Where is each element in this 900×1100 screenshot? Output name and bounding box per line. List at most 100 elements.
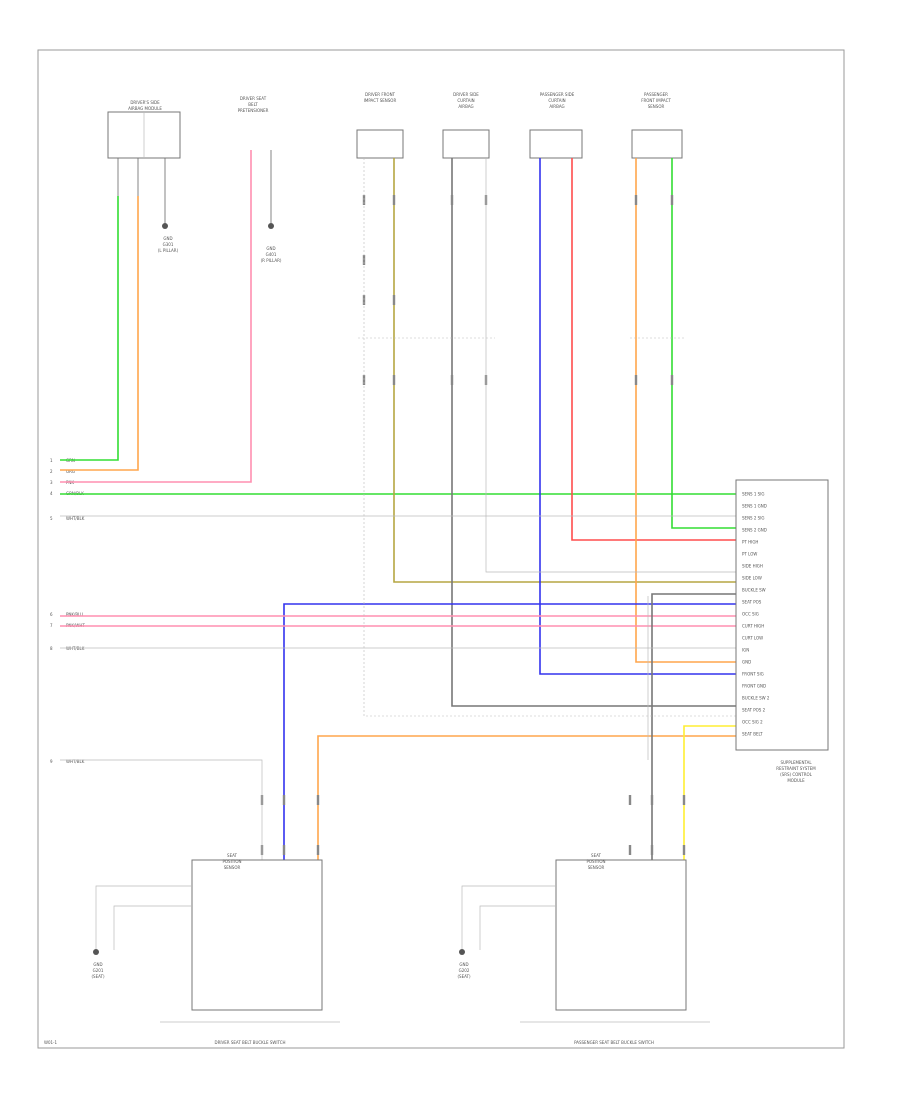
ground-g401-label-2: G401 (266, 252, 277, 257)
component-belt-pretensioner-label-1: DRIVER SEAT (240, 96, 267, 101)
passenger-curtain-box (529, 129, 583, 159)
passenger-seat-ground-label-2: G202 (459, 968, 470, 973)
passenger-front-sensor-box (631, 129, 683, 159)
component-passenger-curtain-label-1: PASSENGER SIDE (540, 92, 575, 97)
passenger-seat-ground-label-1: GND (459, 962, 468, 967)
srs-module-pin-label: OCC SIG 2 (742, 720, 763, 725)
passenger-seat-sensor-label-2: POSITION (586, 859, 605, 864)
connector-pin-tick (392, 295, 396, 305)
component-passenger-curtain-label-3: AIRBAG (549, 104, 564, 109)
left-label-5: WHT/BLK (66, 516, 85, 521)
left-label-num-4: 4 (50, 491, 53, 496)
ground-g301-label-1: GND (163, 236, 172, 241)
connector-pin-tick (650, 795, 654, 805)
left-label-num-3: 3 (50, 480, 53, 485)
passenger-seat-assembly: SEAT POSITION SENSOR GND G202 (SEAT) PAS… (457, 853, 710, 1045)
component-passenger-front-sensor: PASSENGER FRONT IMPACT SENSOR (631, 92, 683, 159)
component-driver-curtain-label-3: AIRBAG (458, 104, 473, 109)
srs-module-pin-label: SEAT POS 2 (742, 708, 766, 713)
srs-module-pin-label: CURT HIGH (742, 624, 764, 629)
left-label-num-1: 1 (50, 458, 53, 463)
splice-lines (60, 158, 736, 990)
passenger-seat-box (555, 859, 687, 1011)
wire-blue-2 (283, 603, 736, 960)
connector-pin-tick (316, 845, 320, 855)
connector-pin-tick (628, 845, 632, 855)
srs-module-pin-label: BUCKLE SW 2 (742, 696, 770, 701)
wire-green-1 (60, 196, 119, 461)
driver-seat-ground-label-3: (SEAT) (91, 974, 104, 979)
srs-module-pin-label: SENS 2 GND (742, 528, 767, 533)
component-passenger-curtain: PASSENGER SIDE CURTAIN AIRBAG (529, 92, 583, 159)
srs-module-pin-label: PT HIGH (742, 540, 758, 545)
component-passenger-curtain-label-2: CURTAIN (548, 98, 565, 103)
passenger-seat-sensor-label-3: SENSOR (588, 865, 605, 870)
wire-orange-1 (60, 196, 139, 471)
srs-module-pin-label: PT LOW (742, 552, 757, 557)
connector-pin-tick (392, 195, 396, 205)
driver-seat-ground-label-1: GND (93, 962, 102, 967)
page-id: W01-1 (44, 1040, 57, 1045)
left-label-num-7: 7 (50, 623, 53, 628)
component-airbag-module-label-2: AIRBAG MODULE (128, 106, 162, 111)
wire-gray-1 (451, 158, 736, 707)
ground-g401-label-3: (R PILLAR) (261, 258, 282, 263)
wire-yellow (683, 725, 736, 960)
driver-seat-title: DRIVER SEAT BELT BUCKLE SWITCH (214, 1040, 285, 1045)
srs-module-title-4: MODULE (787, 778, 805, 783)
wire-orange-2 (635, 158, 736, 663)
component-driver-front-sensor-label-2: IMPACT SENSOR (364, 98, 397, 103)
srs-module-title-1: SUPPLEMENTAL (780, 760, 812, 765)
left-label-8: WHT/BLK (66, 646, 85, 651)
srs-module-pin-label: SIDE LOW (742, 576, 762, 581)
connector-pin-tick (670, 375, 674, 385)
connector-pin-tick (682, 795, 686, 805)
connector-pin-tick (634, 195, 638, 205)
diagram-frame (37, 49, 845, 1049)
component-driver-curtain: DRIVER SIDE CURTAIN AIRBAG (442, 92, 490, 159)
driver-seat-box (191, 859, 323, 1011)
connector-pin-tick (392, 375, 396, 385)
connector-pin-tick (628, 795, 632, 805)
srs-module-pin-label: SEAT BELT (742, 732, 763, 737)
ground-g301-label-3: (L PILLAR) (158, 248, 179, 253)
component-driver-front-sensor-label-1: DRIVER FRONT (365, 92, 396, 97)
srs-module-pin-label: FRONT GND (742, 684, 766, 689)
wire-gray-2 (651, 593, 736, 960)
ground-g301: GND G301 (L PILLAR) (158, 223, 179, 253)
component-belt-pretensioner: DRIVER SEAT BELT PRETENSIONER (238, 96, 272, 226)
srs-module-pin-label: GND (742, 660, 751, 665)
driver-seat-assembly: SEAT POSITION SENSOR GND G201 (SEAT) DRI… (91, 853, 340, 1045)
srs-module-pin-label: IGN (742, 648, 749, 653)
connector-pin-tick (282, 795, 286, 805)
component-driver-curtain-label-2: CURTAIN (457, 98, 474, 103)
srs-module-pin-label: SENS 2 SIG (742, 516, 765, 521)
driver-seat-sensor-label-2: POSITION (222, 859, 241, 864)
wire-red (571, 158, 736, 541)
srs-module-title-3: (SRS) CONTROL (780, 772, 813, 777)
srs-module-pin-label: SEAT POS (742, 600, 762, 605)
connector-pin-tick (450, 375, 454, 385)
wires (60, 150, 736, 960)
component-passenger-front-sensor-label-3: SENSOR (648, 104, 665, 109)
component-driver-front-sensor: DRIVER FRONT IMPACT SENSOR (356, 92, 404, 159)
wire-pink-1 (60, 150, 252, 483)
ground-g301-label-2: G301 (163, 242, 174, 247)
connector-pin-tick (634, 375, 638, 385)
left-connector-labels: 1 GRN 2 ORG 3 PNK 4 GRN/BLK 5 WHT/BLK 6 … (50, 458, 85, 764)
left-label-9: WHT/BLK (66, 759, 85, 764)
wire-olive (393, 158, 736, 583)
passenger-seat-ground-label-3: (SEAT) (457, 974, 470, 979)
left-label-num-6: 6 (50, 612, 53, 617)
connector-pin-tick (316, 795, 320, 805)
wire-blue-1 (539, 158, 736, 675)
component-airbag-module-label-1: DRIVER'S SIDE (130, 100, 160, 105)
srs-module-pin-label: FRONT SIG (742, 672, 764, 677)
srs-module-pin-label: BUCKLE SW (742, 588, 766, 593)
srs-module-pin-label: CURT LOW (742, 636, 763, 641)
driver-curtain-box (442, 129, 490, 159)
connector-pin-tick (450, 195, 454, 205)
connector-pin-tick (282, 845, 286, 855)
